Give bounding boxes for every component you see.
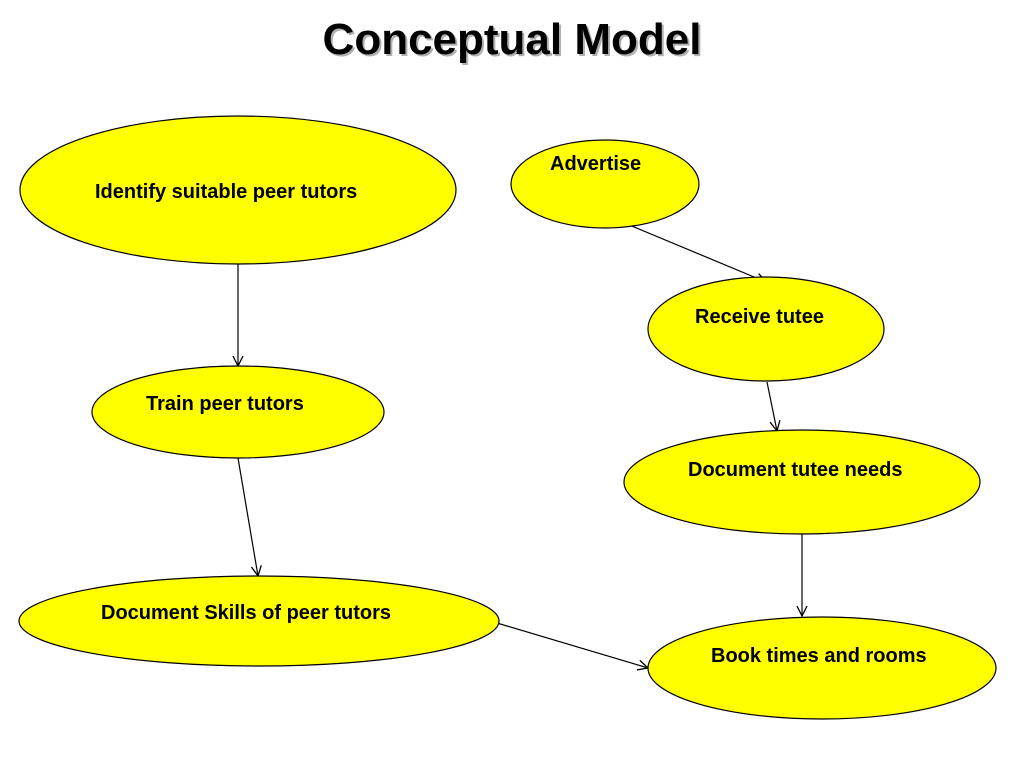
node-receive: Receive tutee bbox=[647, 276, 885, 382]
edge-train-to-document-skills bbox=[237, 457, 258, 576]
edge-advertise-to-receive bbox=[626, 223, 766, 282]
node-book: Book times and rooms bbox=[647, 616, 997, 720]
node-label: Receive tutee bbox=[695, 306, 824, 328]
page-title: Conceptual Model bbox=[322, 15, 702, 64]
edge-document-skills-to-book bbox=[496, 622, 648, 668]
node-label: Identify suitable peer tutors bbox=[95, 181, 357, 203]
node-document-needs: Document tutee needs bbox=[623, 429, 981, 535]
node-advertise: Advertise bbox=[510, 139, 700, 229]
node-identify: Identify suitable peer tutors bbox=[19, 115, 457, 265]
node-label: Book times and rooms bbox=[711, 645, 927, 667]
node-document-skills: Document Skills of peer tutors bbox=[18, 575, 500, 667]
node-label: Train peer tutors bbox=[146, 393, 304, 415]
node-label: Advertise bbox=[550, 153, 641, 175]
node-train: Train peer tutors bbox=[91, 365, 385, 459]
node-label: Document tutee needs bbox=[688, 459, 902, 481]
node-label: Document Skills of peer tutors bbox=[101, 602, 391, 624]
edges bbox=[237, 223, 802, 668]
edge-receive-to-document-needs bbox=[766, 381, 777, 431]
